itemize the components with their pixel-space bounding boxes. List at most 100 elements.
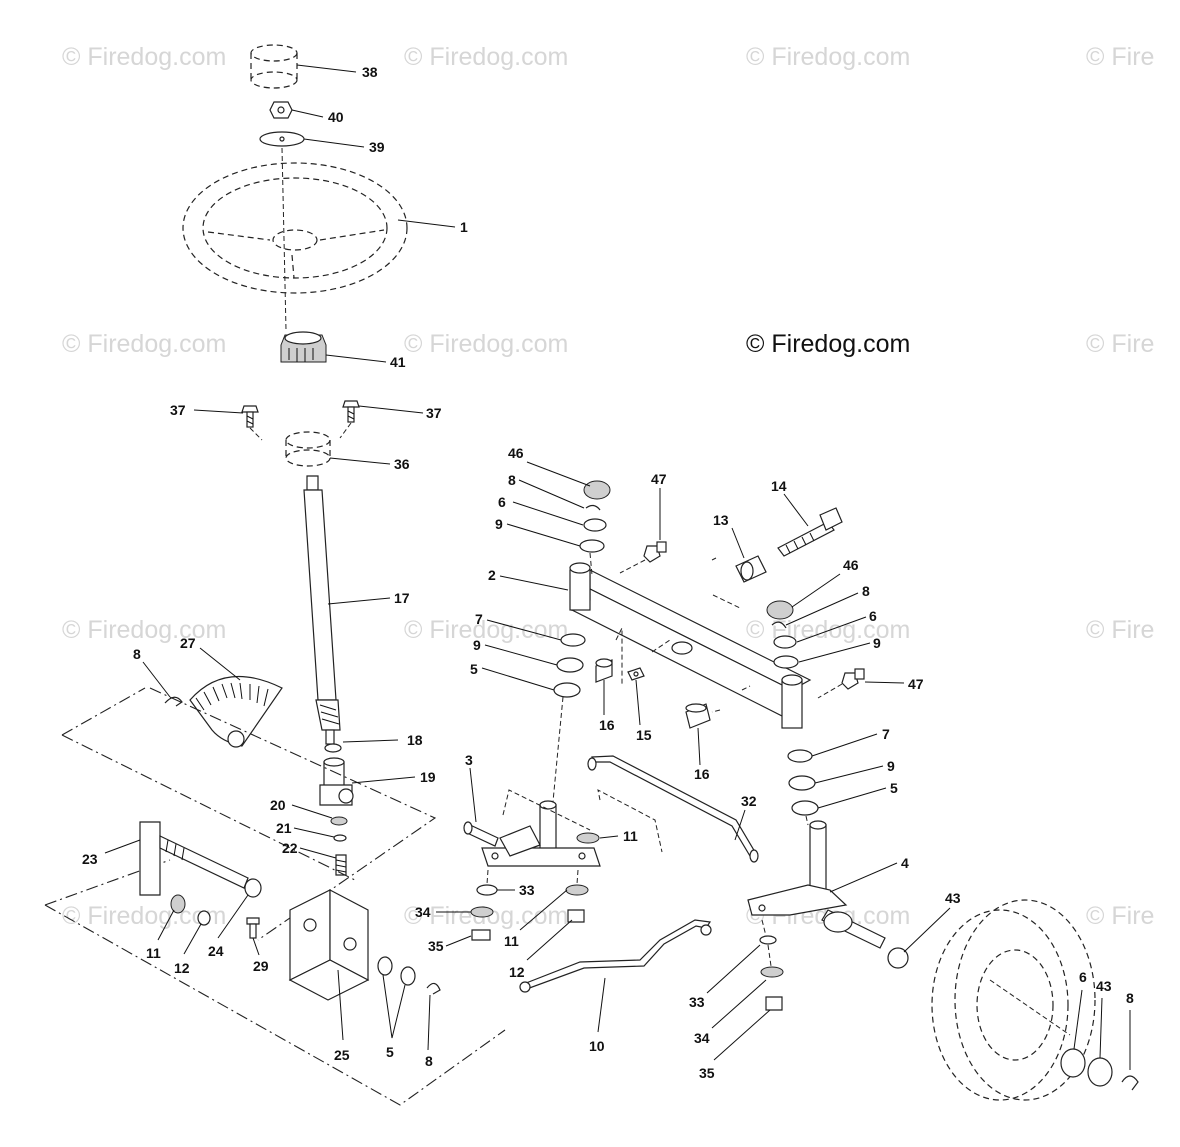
callout-3: 3 [465,752,473,768]
bushing-24 [244,878,262,898]
watermark: © Firedog.com [62,616,226,644]
callout-38: 38 [362,64,378,80]
assembly-path [711,557,741,609]
callout-14: 14 [771,478,787,494]
callout-19: 19 [420,769,436,785]
frame-line [61,687,146,736]
callout-32: 32 [741,793,757,809]
callout-8-top: 8 [508,472,516,488]
sector-gear-27 [189,675,283,748]
callout-6-wheel: 6 [1079,969,1087,985]
callout-20: 20 [270,797,286,813]
callout-33-right: 33 [689,994,705,1010]
callout-24: 24 [208,943,224,959]
bolt-22 [335,854,347,876]
washer-43-left [887,947,909,969]
washer-12-left [197,910,211,926]
callout-34-left: 34 [415,904,431,920]
washer-33-left [476,884,498,896]
watermark: © Firedog.com [404,43,568,71]
leader-lines [104,64,1131,1070]
screw-37-left [241,405,259,428]
callout-35-left: 35 [428,938,444,954]
callout-46-right: 46 [843,557,859,573]
callout-5-left: 5 [470,661,478,677]
bolt-14 [777,507,843,557]
nut-12-lower [567,909,585,923]
washer-11-lower [565,884,589,896]
assembly-path [761,919,772,967]
callout-4: 4 [901,855,909,871]
spacer-13 [735,555,767,583]
washer-6-right [773,635,797,649]
callout-18: 18 [407,732,423,748]
steering-shaft-17 [303,475,341,745]
assembly-path [486,869,579,885]
callout-35-right: 35 [699,1065,715,1081]
assembly-path [619,559,646,574]
callout-34-right: 34 [694,1030,710,1046]
bushing-36 [285,431,331,467]
grease-fitting-47-right [841,668,865,690]
callout-6-right: 6 [869,608,877,624]
callout-12-left: 12 [174,960,190,976]
callout-9-right: 9 [873,635,881,651]
washer-20 [330,816,348,826]
callout-8-lower: 8 [425,1053,433,1069]
nut-15 [627,667,645,681]
washer-18 [324,743,342,753]
callout-6-top: 6 [498,494,506,510]
bushing-16-left [595,658,613,683]
main-watermark: © Firedog.com [746,330,910,358]
callout-10: 10 [589,1038,605,1054]
assembly-path [589,552,593,576]
callout-9-top: 9 [495,516,503,532]
callout-8-right: 8 [862,583,870,599]
wheel-tire [931,899,1096,1101]
washer-9-right [773,655,799,669]
callout-labels: 38 40 39 1 41 37 37 36 17 46 8 6 9 47 14… [82,64,1134,1081]
watermark: © Fire [1086,43,1154,71]
washer-6-top [583,518,607,532]
callout-36: 36 [394,456,410,472]
cap-46-left [583,480,611,500]
watermark: © Firedog.com [404,330,568,358]
bracket-25 [288,889,370,1001]
watermark: © Firedog.com [404,616,568,644]
axle-2 [569,562,812,729]
callout-2: 2 [488,567,496,583]
washer-11-left [170,894,186,914]
callout-47-top: 47 [651,471,667,487]
washer-9-top [579,539,605,553]
assembly-path [817,683,843,699]
washer-34-right [760,966,784,978]
callout-39: 39 [369,139,385,155]
watermark: © Fire [1086,616,1154,644]
frame-line [61,734,356,881]
nut-35-left [471,929,491,941]
clip-8-top [585,504,601,511]
cap-46-right [766,600,794,620]
callout-33-left: 33 [519,882,535,898]
watermark: © Firedog.com [62,330,226,358]
callout-29: 29 [253,958,269,974]
nut-40 [269,101,293,119]
washer-6-wheel [1060,1048,1086,1078]
callout-12-lower: 12 [509,964,525,980]
bolt-29 [246,917,260,939]
assembly-path [615,627,751,713]
frame-line [44,904,506,1106]
callout-7-right: 7 [882,726,890,742]
watermark: © Fire [1086,902,1154,930]
callout-11-left: 11 [146,945,161,961]
callout-16-right: 16 [694,766,710,782]
callout-22: 22 [282,840,298,856]
centerline [281,147,287,331]
callout-8-left: 8 [133,646,141,662]
watermark: © Firedog.com [746,616,910,644]
callout-7-left: 7 [475,611,483,627]
spindle-3 [463,800,601,867]
washer-43-wheel [1087,1057,1113,1087]
washer-39 [259,131,305,147]
